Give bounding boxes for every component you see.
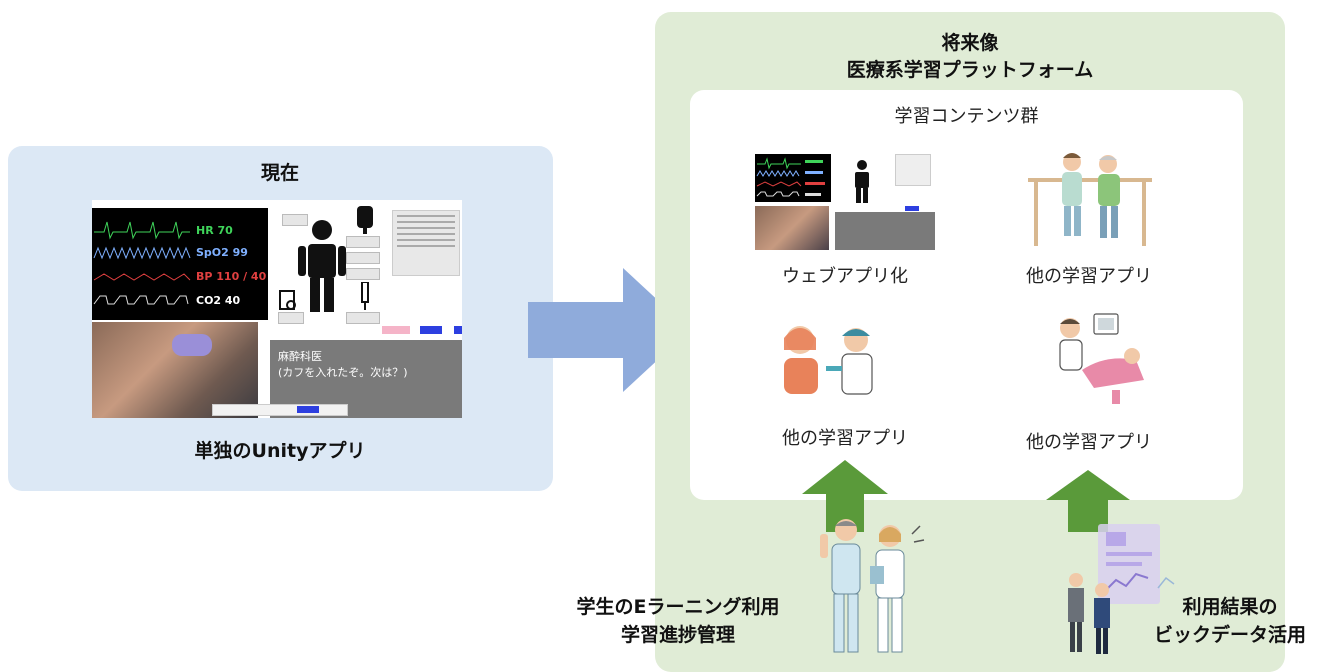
app-label-other-1: 他の学習アプリ (1026, 266, 1152, 287)
screen-button (346, 312, 380, 324)
current-title: 現在 (260, 162, 299, 184)
patient-figure-icon (298, 220, 346, 312)
elearning-label: 学生のEラーニング利用 (576, 596, 780, 618)
co2-readout: CO2 40 (196, 294, 241, 307)
side-button (454, 326, 462, 334)
vital-monitor: HR 70 SpO2 99 BP 110 / 40 CO2 40 (92, 208, 268, 320)
rehabilitation-illustration-icon (1028, 153, 1152, 246)
confirm-button (420, 326, 442, 334)
dialogue-text: (カフを入れたぞ。次は？) (278, 366, 408, 379)
waveform-traces (93, 221, 191, 305)
dental-care-illustration-icon (1059, 313, 1144, 404)
upload-arrow-right-icon (1046, 470, 1130, 532)
mini-photo (755, 206, 829, 250)
big-data-illustration-icon (1068, 524, 1175, 654)
intubation-photo (92, 322, 258, 418)
platform-title: 医療系学習プラットフォーム (846, 59, 1094, 81)
app-label-other-3: 他の学習アプリ (1026, 432, 1152, 453)
consent-accept-button (297, 406, 319, 413)
vaccination-illustration-icon (784, 326, 873, 395)
pink-button (382, 326, 410, 334)
transition-arrow-icon (528, 268, 690, 392)
mini-monitor (755, 154, 831, 202)
bp-readout: BP 110 / 40 (196, 270, 267, 283)
usage-results-label: 利用結果の (1182, 596, 1278, 618)
progress-management-label: 学習進捗管理 (620, 624, 735, 646)
hr-readout: HR 70 (196, 224, 233, 237)
screen-button (346, 252, 380, 264)
app-label-other-2: 他の学習アプリ (782, 428, 908, 449)
future-title: 将来像 (941, 32, 999, 54)
gloved-hand (172, 334, 212, 356)
patient-info-icon (279, 290, 296, 310)
spo2-readout: SpO2 99 (196, 246, 248, 259)
syringe-icon (361, 282, 369, 310)
screen-button (278, 312, 304, 324)
consent-bar (212, 404, 348, 416)
screen-button (346, 236, 380, 248)
upload-arrow-left-icon (802, 460, 888, 532)
current-caption: 単独のUnityアプリ (194, 440, 366, 462)
web-app-thumbnail (755, 152, 935, 250)
mini-patient-icon (855, 160, 869, 203)
speaker-name: 麻酔科医 (278, 350, 322, 363)
mini-message-box (835, 212, 935, 250)
medical-students-illustration-icon (820, 519, 925, 653)
big-data-label: ビックデータ活用 (1153, 624, 1306, 646)
content-group-title: 学習コンテンツ群 (894, 106, 1039, 127)
screen-button (346, 268, 380, 280)
iv-bag-icon (357, 206, 373, 234)
screen-button (282, 214, 308, 226)
unity-app-screenshot: HR 70 SpO2 99 BP 110 / 40 CO2 40 (92, 200, 462, 418)
action-checklist (392, 210, 460, 276)
mini-checklist (895, 154, 931, 186)
app-label-web: ウェブアプリ化 (782, 266, 908, 287)
mini-blue-button (905, 206, 919, 211)
